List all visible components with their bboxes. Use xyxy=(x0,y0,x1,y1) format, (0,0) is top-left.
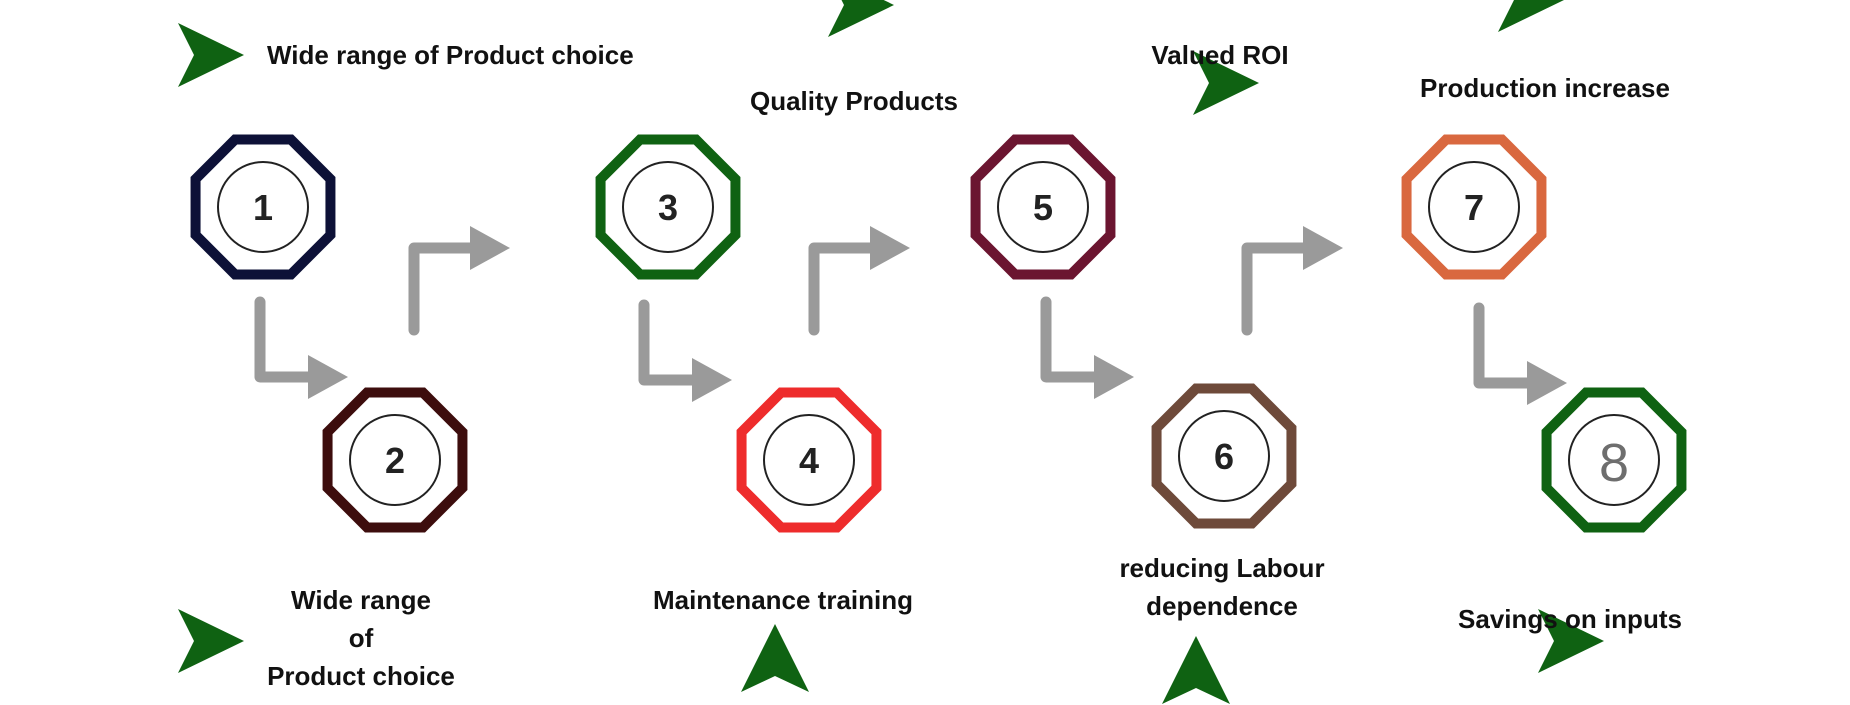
marker-arrow-icon xyxy=(178,23,244,87)
marker-arrow-up-icon xyxy=(1162,636,1230,704)
connector-arrow-4-5 xyxy=(808,226,910,336)
label-bottom-2-line-1: Wide range xyxy=(291,585,431,615)
marker-arrow-icon xyxy=(1193,51,1259,115)
connector-arrowhead xyxy=(308,355,348,399)
label-bottom-6-line-1: reducing Labour xyxy=(1119,553,1324,583)
label-bottom-2-line-2: of xyxy=(349,623,374,653)
connector-arrowhead xyxy=(870,226,910,270)
connector-line xyxy=(808,242,878,336)
label-bottom-2-line-3: Product choice xyxy=(267,661,455,691)
step-4-octagon xyxy=(736,387,882,533)
connector-arrow-1-2 xyxy=(254,296,348,399)
connector-line xyxy=(254,296,316,383)
step-8-octagon xyxy=(1541,387,1687,533)
step-2-number: 2 xyxy=(385,440,405,481)
step-7-octagon xyxy=(1401,134,1547,280)
step-6-circle xyxy=(1178,410,1270,502)
label-top-7: Production increase xyxy=(1420,73,1670,103)
label-bottom-8: Savings on inputs xyxy=(1458,604,1682,634)
step-6-number: 6 xyxy=(1214,436,1234,477)
connector-arrowhead xyxy=(692,358,732,402)
connector-arrow-7-8 xyxy=(1473,302,1567,405)
connector-arrowhead xyxy=(1527,361,1567,405)
label-top-1: Wide range of Product choice xyxy=(267,40,634,70)
step-7-number: 7 xyxy=(1464,187,1484,228)
step-8-circle xyxy=(1568,414,1660,506)
connector-line xyxy=(1040,296,1102,383)
step-1-number: 1 xyxy=(253,187,273,228)
marker-arrow-icon xyxy=(828,0,894,37)
step-5-circle xyxy=(997,161,1089,253)
step-3: 3 xyxy=(595,134,741,280)
label-bottom-4: Maintenance training xyxy=(653,585,913,615)
step-2-circle xyxy=(349,414,441,506)
step-3-number: 3 xyxy=(658,187,678,228)
connector-arrowhead xyxy=(1094,355,1134,399)
connector-line xyxy=(408,242,478,336)
connector-arrow-2-3 xyxy=(408,226,510,336)
connector-line xyxy=(1473,302,1535,389)
step-5: 5 xyxy=(970,134,1116,280)
connector-arrow-3-4 xyxy=(638,299,732,402)
step-7-circle xyxy=(1428,161,1520,253)
marker-arrow-icon xyxy=(178,609,244,673)
step-6: 6 xyxy=(1151,383,1297,529)
step-8-number: 8 xyxy=(1599,433,1629,493)
step-4: 4 xyxy=(736,387,882,533)
connector-line xyxy=(1241,242,1311,336)
marker-arrow-up-icon xyxy=(741,624,809,692)
label-top-3: Quality Products xyxy=(750,86,958,116)
step-5-number: 5 xyxy=(1033,187,1053,228)
step-7: 7 xyxy=(1401,134,1547,280)
connector-arrow-5-6 xyxy=(1040,296,1134,399)
step-4-number: 4 xyxy=(799,440,819,481)
label-top-5: Valued ROI xyxy=(1151,40,1288,70)
step-1: 1 xyxy=(190,134,336,280)
step-4-circle xyxy=(763,414,855,506)
label-bottom-6-line-2: dependence xyxy=(1146,591,1298,621)
step-8: 8 xyxy=(1541,387,1687,533)
step-6-octagon xyxy=(1151,383,1297,529)
step-2-octagon xyxy=(322,387,468,533)
connector-arrow-6-7 xyxy=(1241,226,1343,336)
marker-arrow-icon xyxy=(1498,0,1564,32)
marker-arrow-icon xyxy=(1538,609,1604,673)
step-3-circle xyxy=(622,161,714,253)
step-2: 2 xyxy=(322,387,468,533)
step-3-octagon xyxy=(595,134,741,280)
connector-arrowhead xyxy=(470,226,510,270)
connector-arrowhead xyxy=(1303,226,1343,270)
step-1-octagon xyxy=(190,134,336,280)
step-5-octagon xyxy=(970,134,1116,280)
connector-line xyxy=(638,299,700,386)
step-1-circle xyxy=(217,161,309,253)
